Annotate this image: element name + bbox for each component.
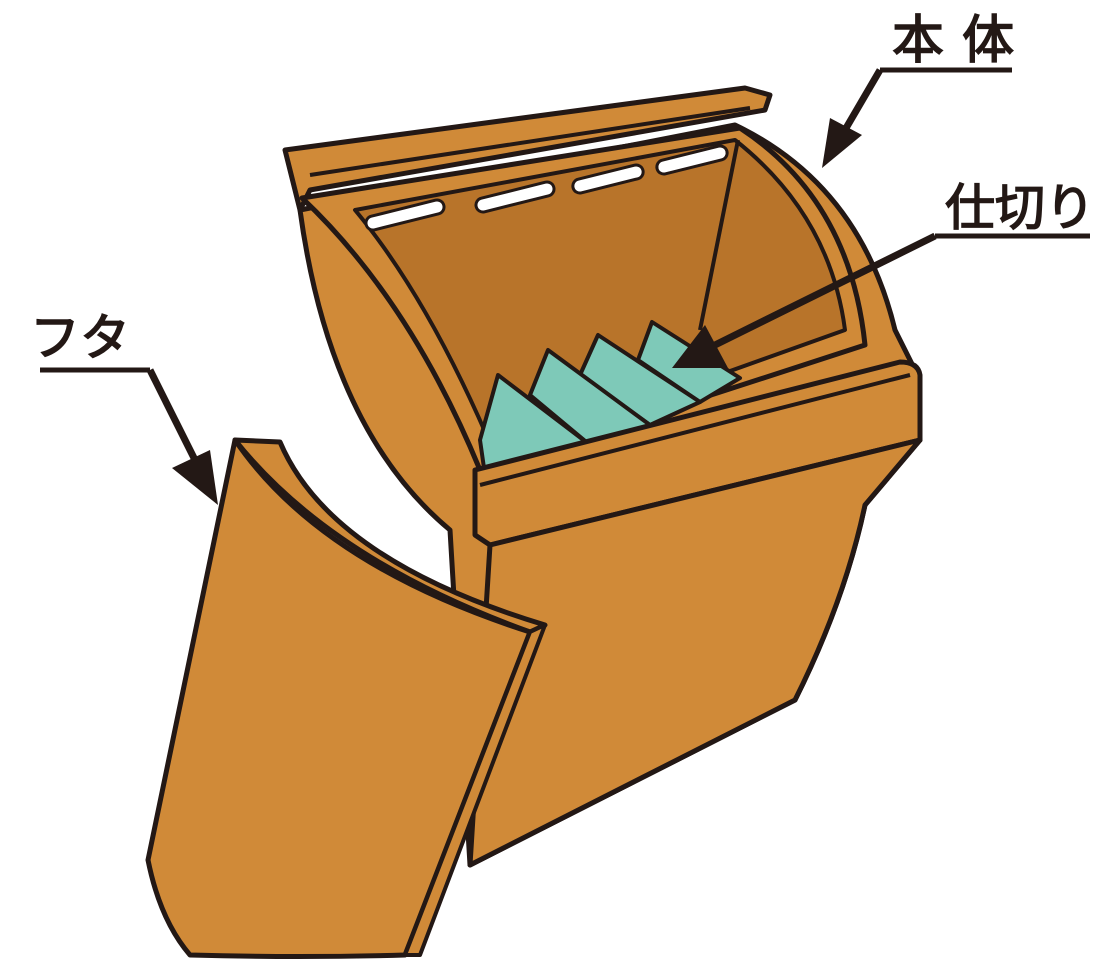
label-body-group: 本 体 xyxy=(822,11,1014,168)
label-body: 本 体 xyxy=(892,11,1014,71)
label-partition: 仕切り xyxy=(945,179,1095,237)
label-lid-group: フタ xyxy=(30,309,218,505)
arrow-lid-shaft xyxy=(150,370,200,470)
arrow-lid-head xyxy=(172,450,218,505)
arrow-body-head xyxy=(822,118,862,168)
arrow-body-shaft xyxy=(842,70,880,135)
label-lid: フタ xyxy=(30,309,130,367)
